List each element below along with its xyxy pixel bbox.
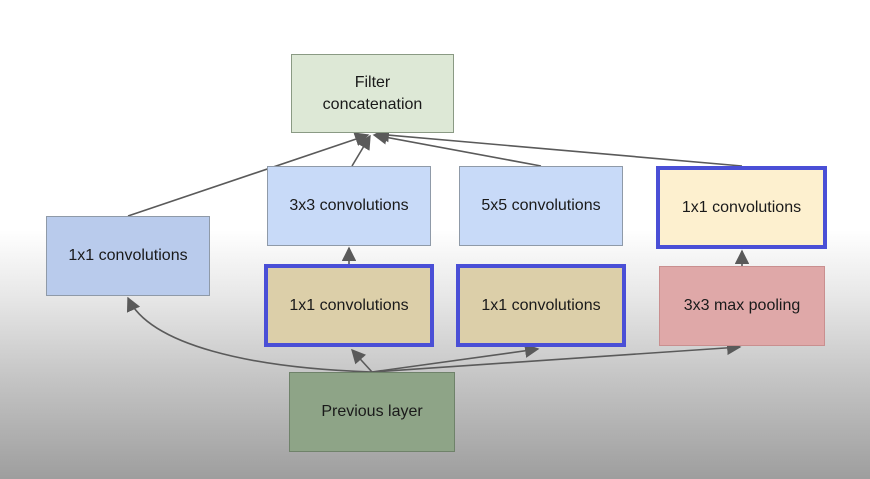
conv-5x5-node: 5x5 convolutions [459,166,623,246]
arrow-prev-to-reduce5 [371,343,540,373]
conv-3x3-node: 3x3 convolutions [267,166,431,246]
conv-1x1-reduce-3x3-node: 1x1 convolutions [264,264,434,347]
filter-concatenation-node: Filter concatenation [291,54,454,133]
max-pooling-node: 3x3 max pooling [659,266,825,346]
arrow-poolproj-to-concat [374,127,743,167]
conv-1x1-reduce-5x5-node: 1x1 convolutions [456,264,626,347]
conv-1x1-left-node: 1x1 convolutions [46,216,210,296]
arrow-prev-to-left-conv [126,296,373,373]
previous-layer-node: Previous layer [289,372,455,452]
arrow-left-conv-to-concat [127,132,370,217]
arrow-3x3-to-concat [351,134,371,167]
arrow-5x5-to-concat [372,130,542,167]
arrow-prev-to-reduce3 [351,348,373,373]
arrow-prev-to-maxpool [371,340,742,373]
conv-1x1-pool-projection-node: 1x1 convolutions [656,166,827,249]
